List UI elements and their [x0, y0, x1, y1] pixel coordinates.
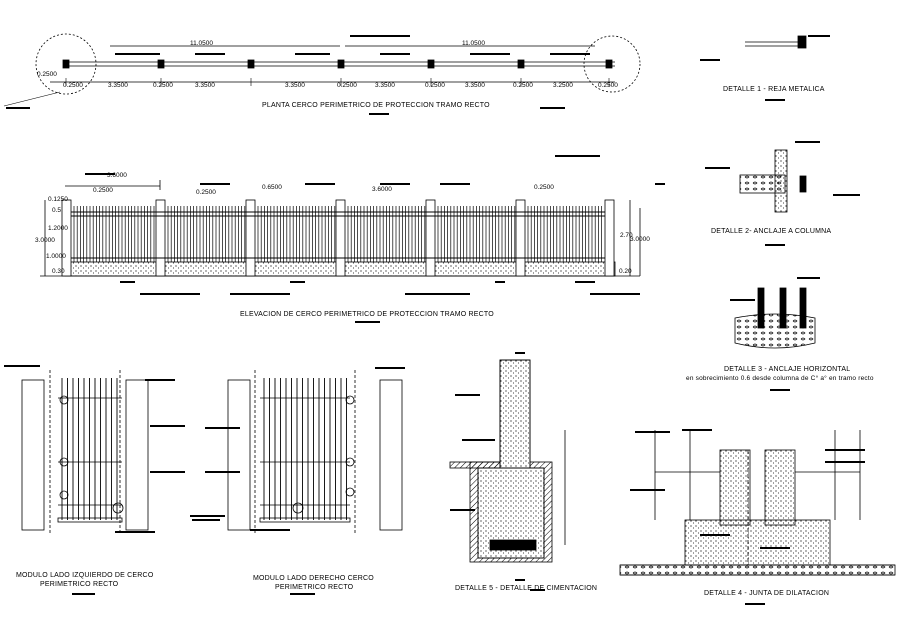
elevation-title: ELEVACION DE CERCO PERIMETRICO DE PROTEC…: [240, 311, 494, 318]
module-right-title-line2: PERIMETRICO RECTO: [275, 584, 354, 591]
elev-dim-left-4: 3.0000: [35, 237, 55, 244]
detail-5-title: DETALLE 5 - DETALLE DE CIMENTACION: [455, 585, 598, 592]
elev-dim-right-3: 0.20: [619, 268, 632, 275]
plan-dim-total-left: 11.0500: [190, 40, 214, 47]
plan-title: PLANTA CERCO PERIMETRICO DE PROTECCION T…: [262, 102, 490, 109]
plan-dim-bay-1: 3.3500: [108, 82, 128, 89]
module-right-title-line1: MODULO LADO DERECHO CERCO: [253, 575, 374, 582]
plan-posts: [62, 59, 613, 69]
plan-dim-bay-5: 3.3500: [465, 82, 485, 89]
module-left-title-line1: MODULO LADO IZQUIERDO DE CERCO: [16, 572, 154, 579]
detail-3: [730, 277, 820, 391]
plan-dim-post-5: 0.2500: [513, 82, 533, 89]
module-left-title-line2: PERIMETRICO RECTO: [40, 581, 119, 588]
elev-dim-left-5: 1.0000: [46, 253, 66, 260]
plan-view: [3, 33, 641, 109]
elevation-view: [40, 155, 665, 295]
elev-dim-left-3: 1.2000: [48, 225, 68, 232]
elev-dim-top-d: 3.6000: [372, 186, 392, 193]
module-right: [190, 367, 405, 595]
detail-3-title-line2: en sobrecimiento 0.6 desde columna de C°…: [686, 375, 874, 382]
fence-bars: [73, 206, 602, 262]
detail-4-title: DETALLE 4 - JUNTA DE DILATACION: [704, 590, 830, 597]
plan-dim-total-right: 11.0500: [462, 40, 486, 47]
plan-dim-bay-3: 3.3500: [285, 82, 305, 89]
elev-dim-right-2: 3.0000: [630, 236, 650, 243]
detail-2-title: DETALLE 2- ANCLAJE A COLUMNA: [711, 228, 832, 235]
plan-dim-post-4: 0.2500: [425, 82, 445, 89]
elev-dim-top-c: 0.2500: [196, 189, 216, 196]
elev-dim-top-1: 3.6000: [107, 172, 127, 179]
plan-dim-post-2: 0.2500: [153, 82, 173, 89]
detail-5: [449, 352, 566, 591]
plan-dim-side: 0.2500: [37, 71, 57, 78]
elevation-columns: [61, 199, 615, 277]
plan-dim-bay-4: 3.3500: [375, 82, 395, 89]
plan-dim-post-1: 0.2500: [63, 82, 83, 89]
plan-dim-bay-6: 3.2500: [553, 82, 573, 89]
module-left: [4, 365, 220, 595]
elev-dim-left-2: 0.5: [52, 207, 62, 214]
detail-1: [700, 35, 830, 101]
detail-3-title-line1: DETALLE 3 - ANCLAJE HORIZONTAL: [724, 366, 851, 373]
detail-2: [705, 141, 860, 246]
plan-dim-post-3: 0.2500: [337, 82, 357, 89]
detail-4: [619, 429, 896, 605]
elev-dim-right-1: 2.70: [620, 232, 633, 239]
elev-dim-left-6: 0.30: [52, 268, 65, 275]
detail-1-title: DETALLE 1 - REJA METALICA: [723, 86, 825, 93]
elev-dim-left-1: 0.1250: [48, 196, 68, 203]
elev-dim-top-a: 0.2500: [93, 187, 113, 194]
elev-dim-top-e: 0.2500: [534, 184, 554, 191]
plan-dim-post-6: 0.2500: [598, 82, 618, 89]
plan-dim-bay-2: 3.3500: [195, 82, 215, 89]
elev-dim-top-b: 0.6500: [262, 184, 282, 191]
